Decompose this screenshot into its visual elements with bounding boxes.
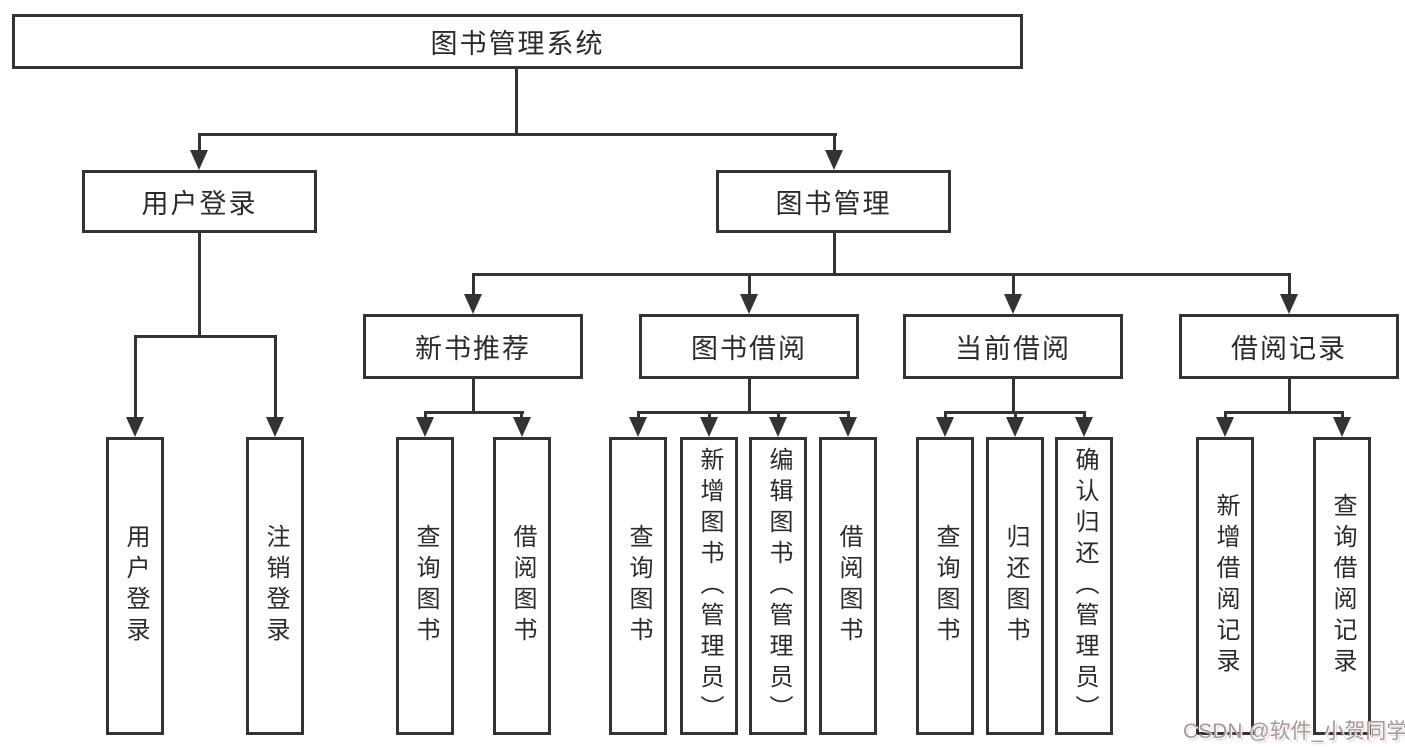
edge-user-login-bar	[134, 335, 277, 338]
edge-to-leaf-borrow-book-1-line	[520, 411, 523, 421]
edge-to-leaf-borrow-book-2-line	[847, 411, 850, 421]
node-current-borrow: 当前借阅	[903, 314, 1123, 379]
arrowhead-leaf-return-book-icon	[1006, 417, 1024, 437]
arrowhead-leaf-query-book-1-icon	[416, 417, 434, 437]
leaf-add-borrow-record: 新增借阅记录	[1196, 437, 1254, 735]
arrowhead-book-borrow-icon	[740, 294, 758, 314]
leaf-logout-label: 注销登录	[262, 524, 289, 648]
arrowhead-current-borrow-icon	[1004, 294, 1022, 314]
arrowhead-book-management-icon	[825, 150, 843, 170]
arrowhead-leaf-query-book-3-icon	[936, 417, 954, 437]
node-book-management: 图书管理	[716, 170, 951, 233]
edge-borrow-record-stub	[1288, 379, 1291, 414]
edge-to-leaf-query-book-1-line	[424, 411, 427, 421]
edge-new-book-recommend-stub	[472, 379, 475, 414]
leaf-query-book-2-label: 查询图书	[625, 524, 652, 648]
arrowhead-borrow-record-icon	[1280, 294, 1298, 314]
edge-root-to-user-login-line	[198, 133, 201, 153]
edge-to-leaf-user-login-line	[134, 335, 137, 420]
edge-to-new-book-recommend-line	[472, 273, 475, 297]
arrowhead-leaf-query-book-2-icon	[629, 417, 647, 437]
arrowhead-leaf-add-book-icon	[700, 417, 718, 437]
arrowhead-user-login-icon	[190, 150, 208, 170]
node-borrow-record: 借阅记录	[1179, 314, 1399, 379]
arrowhead-leaf-edit-book-icon	[769, 417, 787, 437]
leaf-user-login: 用户登录	[106, 437, 164, 735]
edge-to-leaf-logout-line	[274, 335, 277, 420]
edge-to-book-borrow-line	[748, 273, 751, 297]
leaf-return-book: 归还图书	[986, 437, 1044, 735]
edge-current-borrow-stub	[1012, 379, 1015, 414]
leaf-edit-book-label: 编辑图书（管理员）	[765, 446, 792, 726]
edge-book-borrow-bar	[637, 411, 850, 414]
leaf-borrow-book-1-label: 借阅图书	[509, 524, 536, 648]
leaf-query-borrow-record-label: 查询借阅记录	[1329, 493, 1356, 679]
edge-root-stub	[515, 68, 518, 133]
edge-to-leaf-confirm-return-line	[1083, 411, 1086, 421]
edge-to-leaf-return-book-line	[1014, 411, 1017, 421]
node-root-label: 图书管理系统	[430, 29, 605, 59]
leaf-add-borrow-record-label: 新增借阅记录	[1212, 493, 1239, 679]
leaf-borrow-book-1: 借阅图书	[493, 437, 551, 735]
leaf-edit-book: 编辑图书（管理员）	[749, 437, 807, 735]
leaf-query-book-1-label: 查询图书	[412, 524, 439, 648]
leaf-query-borrow-record: 查询借阅记录	[1313, 437, 1371, 735]
leaf-query-book-3-label: 查询图书	[932, 524, 959, 648]
node-current-borrow-label: 当前借阅	[955, 334, 1071, 364]
leaf-borrow-book-2: 借阅图书	[819, 437, 877, 735]
node-user-login-label: 用户登录	[141, 189, 258, 219]
arrowhead-new-book-recommend-icon	[464, 294, 482, 314]
leaf-return-book-label: 归还图书	[1002, 524, 1029, 648]
edge-to-leaf-add-book-line	[708, 411, 711, 421]
edge-to-leaf-query-book-2-line	[637, 411, 640, 421]
arrowhead-leaf-query-borrow-record-icon	[1333, 417, 1351, 437]
arrowhead-leaf-add-borrow-record-icon	[1216, 417, 1234, 437]
leaf-add-book: 新增图书（管理员）	[680, 437, 738, 735]
edge-book-management-bar	[472, 273, 1291, 276]
edge-to-leaf-query-borrow-record-line	[1341, 411, 1344, 421]
edge-book-management-stub	[833, 233, 836, 276]
node-root: 图书管理系统	[12, 14, 1023, 69]
edge-user-login-stub	[198, 233, 201, 338]
edge-borrow-record-bar	[1224, 411, 1344, 414]
arrowhead-leaf-borrow-book-1-icon	[513, 417, 531, 437]
edge-book-borrow-stub	[748, 379, 751, 414]
arrowhead-leaf-borrow-book-2-icon	[839, 417, 857, 437]
edge-to-borrow-record-line	[1288, 273, 1291, 297]
csdn-watermark: CSDN @软件_小贺同学	[1183, 720, 1405, 743]
leaf-add-book-label: 新增图书（管理员）	[696, 446, 723, 726]
node-book-management-label: 图书管理	[775, 189, 892, 219]
leaf-confirm-return: 确认归还（管理员）	[1055, 437, 1113, 735]
leaf-user-login-label: 用户登录	[122, 524, 149, 648]
edge-new-book-recommend-bar	[424, 411, 524, 414]
edge-root-bar	[198, 133, 837, 136]
leaf-query-book-1: 查询图书	[396, 437, 454, 735]
leaf-logout: 注销登录	[246, 437, 304, 735]
arrowhead-leaf-user-login-icon	[126, 417, 144, 437]
leaf-confirm-return-label: 确认归还（管理员）	[1071, 446, 1098, 726]
edge-root-to-book-management-line	[833, 133, 836, 153]
edge-to-leaf-edit-book-line	[777, 411, 780, 421]
node-new-book-recommend: 新书推荐	[363, 314, 583, 379]
node-user-login: 用户登录	[82, 170, 317, 233]
edge-to-leaf-query-book-3-line	[944, 411, 947, 421]
arrowhead-leaf-confirm-return-icon	[1075, 417, 1093, 437]
leaf-query-book-3: 查询图书	[916, 437, 974, 735]
node-borrow-record-label: 借阅记录	[1231, 334, 1347, 364]
edge-to-current-borrow-line	[1012, 273, 1015, 297]
arrowhead-leaf-logout-icon	[266, 417, 284, 437]
node-book-borrow: 图书借阅	[639, 314, 859, 379]
node-new-book-recommend-label: 新书推荐	[415, 334, 531, 364]
edge-to-leaf-add-borrow-record-line	[1224, 411, 1227, 421]
leaf-borrow-book-2-label: 借阅图书	[835, 524, 862, 648]
node-book-borrow-label: 图书借阅	[691, 334, 807, 364]
leaf-query-book-2: 查询图书	[609, 437, 667, 735]
